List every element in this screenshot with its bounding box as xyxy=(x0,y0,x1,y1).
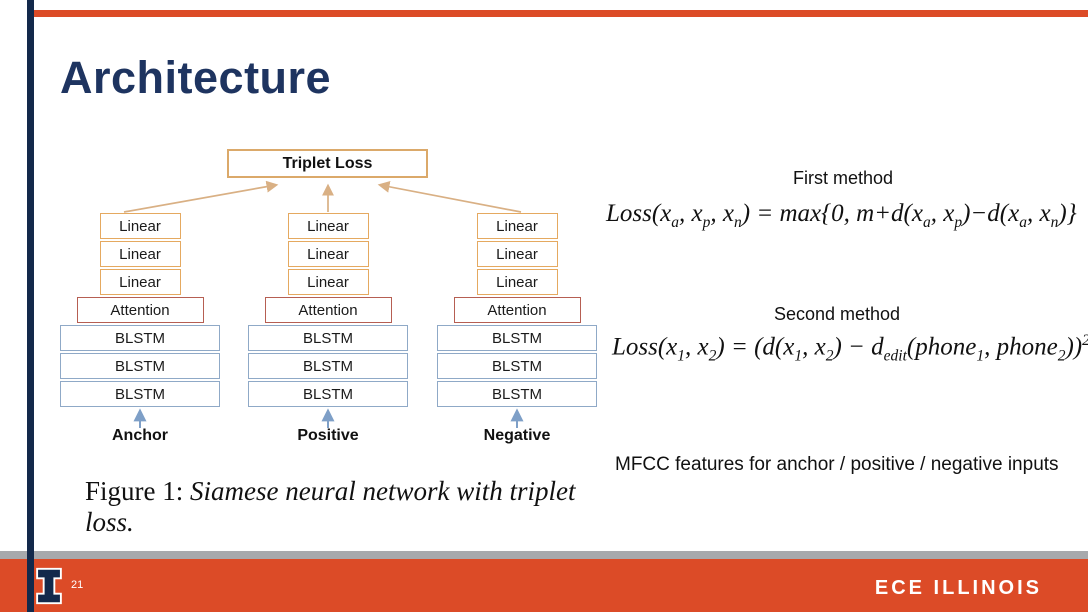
positive-label: Positive xyxy=(297,427,359,444)
blstm-box: BLSTM xyxy=(437,325,597,351)
triplet-loss-box: Triplet Loss xyxy=(227,149,428,178)
top-accent-bar xyxy=(34,10,1088,17)
arrow-anchor-to-loss xyxy=(123,180,279,213)
first-method-formula: Loss(xa, xp, xn) = max{0, m+d(xa, xp)−d(… xyxy=(606,200,1077,231)
blstm-box: BLSTM xyxy=(60,353,220,379)
blstm-box: BLSTM xyxy=(248,325,408,351)
linear-box: Linear xyxy=(287,213,369,239)
blstm-box: BLSTM xyxy=(248,381,408,407)
negative-label: Negative xyxy=(483,427,551,444)
blstm-box: BLSTM xyxy=(437,353,597,379)
brand-text: ECE ILLINOIS xyxy=(874,577,1042,599)
anchor-label: Anchor xyxy=(112,427,168,444)
left-accent-bar xyxy=(27,0,34,612)
figure-caption-prefix: Figure 1: xyxy=(85,476,190,506)
linear-box: Linear xyxy=(99,241,181,267)
linear-box: Linear xyxy=(287,269,369,295)
linear-box: Linear xyxy=(99,213,181,239)
arrow-negative-to-loss xyxy=(377,180,522,213)
figure-caption-text: Siamese neural network with triplet loss… xyxy=(85,476,576,537)
footer-orange-bar xyxy=(0,559,1088,612)
linear-box: Linear xyxy=(476,241,558,267)
attention-box: Attention xyxy=(264,297,392,323)
blstm-box: BLSTM xyxy=(60,325,220,351)
mfcc-note: MFCC features for anchor / positive / ne… xyxy=(615,454,1059,475)
page-title: Architecture xyxy=(60,52,332,103)
diagram-column-negative: Linear Linear Linear Attention BLSTM BLS… xyxy=(437,213,597,409)
page-number: 21 xyxy=(71,579,84,591)
blstm-box: BLSTM xyxy=(437,381,597,407)
linear-box: Linear xyxy=(99,269,181,295)
linear-box: Linear xyxy=(476,213,558,239)
first-method-heading: First method xyxy=(792,168,894,188)
linear-box: Linear xyxy=(476,269,558,295)
second-method-heading: Second method xyxy=(773,304,901,324)
diagram-column-positive: Linear Linear Linear Attention BLSTM BLS… xyxy=(248,213,408,409)
illinois-block-i-icon xyxy=(36,567,62,605)
attention-box: Attention xyxy=(453,297,581,323)
second-method-formula: Loss(x1, x2) = (d(x1, x2) − dedit(phone1… xyxy=(612,332,1088,365)
diagram-column-anchor: Linear Linear Linear Attention BLSTM BLS… xyxy=(60,213,220,409)
attention-box: Attention xyxy=(76,297,204,323)
footer-gray-stripe xyxy=(0,551,1088,559)
blstm-box: BLSTM xyxy=(248,353,408,379)
figure-caption: Figure 1: Siamese neural network with tr… xyxy=(85,476,625,538)
blstm-box: BLSTM xyxy=(60,381,220,407)
linear-box: Linear xyxy=(287,241,369,267)
